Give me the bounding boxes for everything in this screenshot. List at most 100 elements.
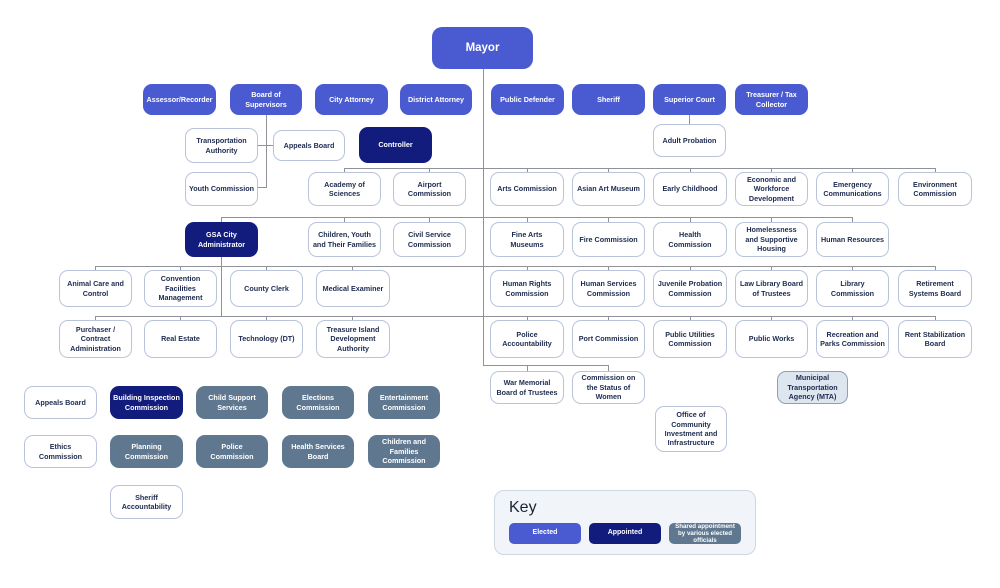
node-purchaser-contract-administration: Purchaser / Contract Administration (59, 320, 132, 358)
node-city-attorney: City Attorney (315, 84, 388, 115)
connector-line (608, 217, 609, 223)
node-economic-and-workforce-development: Economic and Workforce Development (735, 172, 808, 206)
connector-line (608, 266, 609, 271)
connector-line (689, 115, 690, 125)
node-real-estate: Real Estate (144, 320, 217, 358)
node-retirement-systems-board: Retirement Systems Board (898, 270, 972, 307)
connector-line (935, 266, 936, 271)
connector-line (852, 316, 853, 321)
connector-line (266, 114, 267, 188)
connector-line (429, 217, 430, 223)
legend-item-elected: Elected (509, 523, 581, 544)
node-juvenile-probation-commission: Juvenile Probation Commission (653, 270, 727, 307)
connector-line (180, 266, 181, 271)
connector-line (771, 266, 772, 271)
connector-line (690, 168, 691, 173)
legend-item-shared-appointment: Shared appointment by various elected of… (669, 523, 741, 544)
connector-line (344, 168, 935, 169)
connector-line (95, 266, 935, 267)
node-health-services-board: Health Services Board (282, 435, 354, 468)
connector-line (608, 316, 609, 321)
connector-line (221, 257, 222, 317)
connector-line (771, 217, 772, 223)
node-war-memorial-board-of-trustees: War Memorial Board of Trustees (490, 371, 564, 404)
node-early-childhood: Early Childhood (653, 172, 727, 206)
node-public-utilities-commission: Public Utilities Commission (653, 320, 727, 358)
connector-line (852, 266, 853, 271)
connector-line (266, 316, 267, 321)
node-ethics-commission: Ethics Commission (24, 435, 97, 468)
node-children-and-families-commission: Children and Families Commission (368, 435, 440, 468)
node-planning-commission: Planning Commission (110, 435, 183, 468)
node-sheriff-accountability: Sheriff Accountability (110, 485, 183, 519)
connector-line (352, 316, 353, 321)
node-human-rights-commission: Human Rights Commission (490, 270, 564, 307)
node-gsa-city-administrator: GSA City Administrator (185, 222, 258, 257)
node-police-commission: Police Commission (196, 435, 268, 468)
connector-line (608, 365, 609, 372)
connector-line (344, 217, 345, 223)
node-civil-service-commission: Civil Service Commission (393, 222, 466, 257)
connector-line (527, 217, 528, 223)
connector-line (527, 168, 528, 173)
node-treasurer-tax-collector: Treasurer / Tax Collector (735, 84, 808, 115)
node-arts-commission: Arts Commission (490, 172, 564, 206)
node-controller: Controller (359, 127, 432, 163)
legend-panel: Key Elected Appointed Shared appointment b… (494, 490, 756, 555)
node-animal-care-and-control: Animal Care and Control (59, 270, 132, 307)
node-fine-arts-museums: Fine Arts Museums (490, 222, 564, 257)
connector-line (852, 217, 853, 223)
node-rent-stabilization-board: Rent Stabilization Board (898, 320, 972, 358)
node-homelessness-and-supportive-housing: Homelessness and Supportive Housing (735, 222, 808, 257)
connector-line (258, 145, 273, 146)
node-environment-commission: Environment Commission (898, 172, 972, 206)
legend-items: Elected Appointed Shared appointment by va… (509, 523, 741, 544)
connector-line (527, 365, 528, 372)
node-convention-facilities-management: Convention Facilities Management (144, 270, 217, 307)
connector-line (180, 316, 181, 321)
connector-line (429, 168, 430, 173)
connector-line (690, 217, 691, 223)
connector-line (935, 168, 936, 173)
connector-line (527, 316, 528, 321)
legend-item-appointed: Appointed (589, 523, 661, 544)
node-police-accountability: Police Accountability (490, 320, 564, 358)
connector-line (483, 69, 484, 365)
node-transportation-authority: Transportation Authority (185, 128, 258, 163)
node-sheriff: Sheriff (572, 84, 645, 115)
node-youth-commission: Youth Commission (185, 172, 258, 206)
connector-line (935, 316, 936, 321)
node-building-inspection-commission: Building Inspection Commission (110, 386, 183, 419)
connector-line (690, 316, 691, 321)
node-appeals-board: Appeals Board (273, 130, 345, 161)
node-children-youth-and-their-families: Children, Youth and Their Families (308, 222, 381, 257)
node-public-defender: Public Defender (491, 84, 564, 115)
node-superior-court: Superior Court (653, 84, 726, 115)
connector-line (352, 266, 353, 271)
node-county-clerk: County Clerk (230, 270, 303, 307)
node-municipal-transportation-agency-mta: Municipal Transportation Agency (MTA) (777, 371, 848, 404)
connector-line (95, 266, 96, 271)
connector-line (258, 187, 267, 188)
node-office-of-community-investment-and-infrastructure: Office of Community Investment and Infra… (655, 406, 727, 452)
legend-title: Key (509, 499, 537, 516)
connector-line (527, 266, 528, 271)
node-asian-art-museum: Asian Art Museum (572, 172, 645, 206)
node-assessor-recorder: Assessor/Recorder (143, 84, 216, 115)
connector-line (266, 266, 267, 271)
connector-line (608, 168, 609, 173)
connector-line (771, 168, 772, 173)
node-fire-commission: Fire Commission (572, 222, 645, 257)
node-mayor: Mayor (432, 27, 533, 69)
node-public-works: Public Works (735, 320, 808, 358)
node-technology-dt: Technology (DT) (230, 320, 303, 358)
node-airport-commission: Airport Commission (393, 172, 466, 206)
node-treasure-island-development-authority: Treasure Island Development Authority (316, 320, 390, 358)
node-human-resources: Human Resources (816, 222, 889, 257)
connector-line (221, 217, 853, 218)
node-medical-examiner: Medical Examiner (316, 270, 390, 307)
connector-line (852, 168, 853, 173)
node-child-support-services: Child Support Services (196, 386, 268, 419)
node-recreation-and-parks-commission: Recreation and Parks Commission (816, 320, 889, 358)
connector-line (344, 168, 345, 173)
